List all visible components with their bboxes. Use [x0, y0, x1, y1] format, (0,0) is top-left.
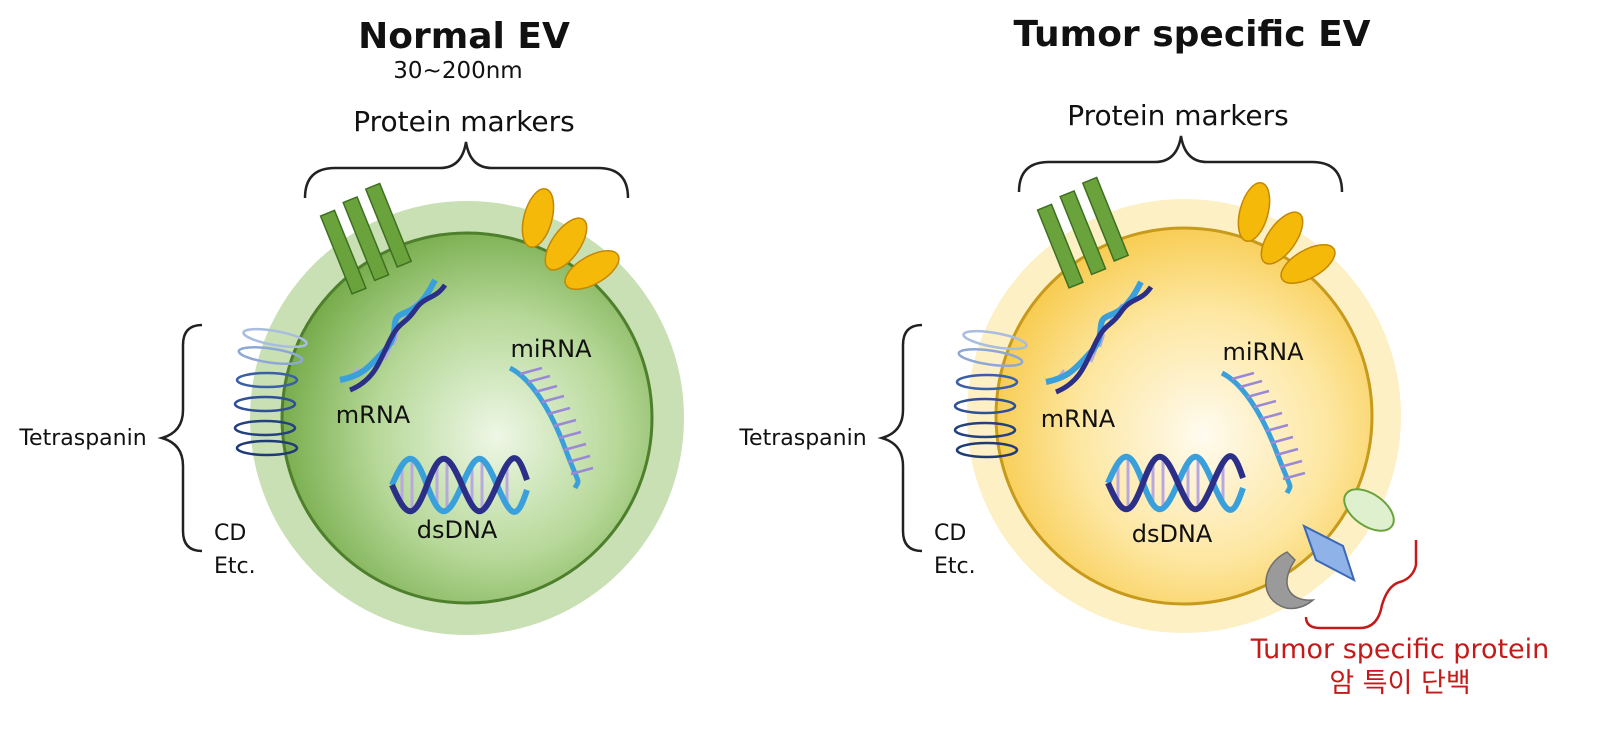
tumor-mirna-label: miRNA — [1222, 338, 1304, 366]
tumor-protein-red-brace — [1304, 540, 1418, 630]
normal-markers-brace — [303, 141, 630, 199]
normal-tetraspanin-label: Tetraspanin — [18, 426, 146, 451]
normal-protein-markers-label: Protein markers — [353, 105, 575, 138]
normal-tetraspanin-brace — [157, 323, 203, 553]
tumor-markers-brace — [1017, 135, 1344, 193]
normal-dsdna-label: dsDNA — [417, 516, 498, 544]
tumor-protein-green-oval — [1343, 488, 1395, 532]
tumor-ev-title: Tumor specific EV — [1013, 14, 1370, 55]
tumor-protein-label-ko: 암 특이 단백 — [1329, 668, 1470, 699]
normal-ev-group: Normal EV 30~200nm Protein markers mRNA … — [18, 16, 684, 635]
tumor-protein-blue-diamond — [1302, 523, 1356, 583]
tumor-cd-label: CD — [934, 521, 966, 546]
tumor-dsdna-label: dsDNA — [1132, 520, 1213, 548]
tumor-etc-label: Etc. — [934, 554, 976, 579]
normal-ev-title: Normal EV — [358, 16, 570, 57]
tumor-ev-group: Tumor specific EV Protein markers mRNA m… — [738, 14, 1549, 699]
tumor-ev-inner-body — [994, 226, 1374, 606]
tumor-tetraspanin-brace — [877, 323, 923, 553]
tumor-protein-label-en: Tumor specific protein — [1250, 634, 1550, 665]
normal-ev-size: 30~200nm — [393, 58, 522, 84]
tumor-protein-gray-crescent — [1265, 551, 1316, 610]
normal-mrna-label: mRNA — [336, 401, 411, 429]
tumor-protein-markers-label: Protein markers — [1067, 99, 1289, 132]
normal-etc-label: Etc. — [214, 554, 256, 579]
tumor-mrna-label: mRNA — [1041, 405, 1116, 433]
normal-cd-label: CD — [214, 521, 246, 546]
tumor-tetraspanin-label: Tetraspanin — [738, 426, 866, 451]
normal-ev-inner-body — [280, 231, 654, 605]
normal-mirna-label: miRNA — [510, 335, 592, 363]
